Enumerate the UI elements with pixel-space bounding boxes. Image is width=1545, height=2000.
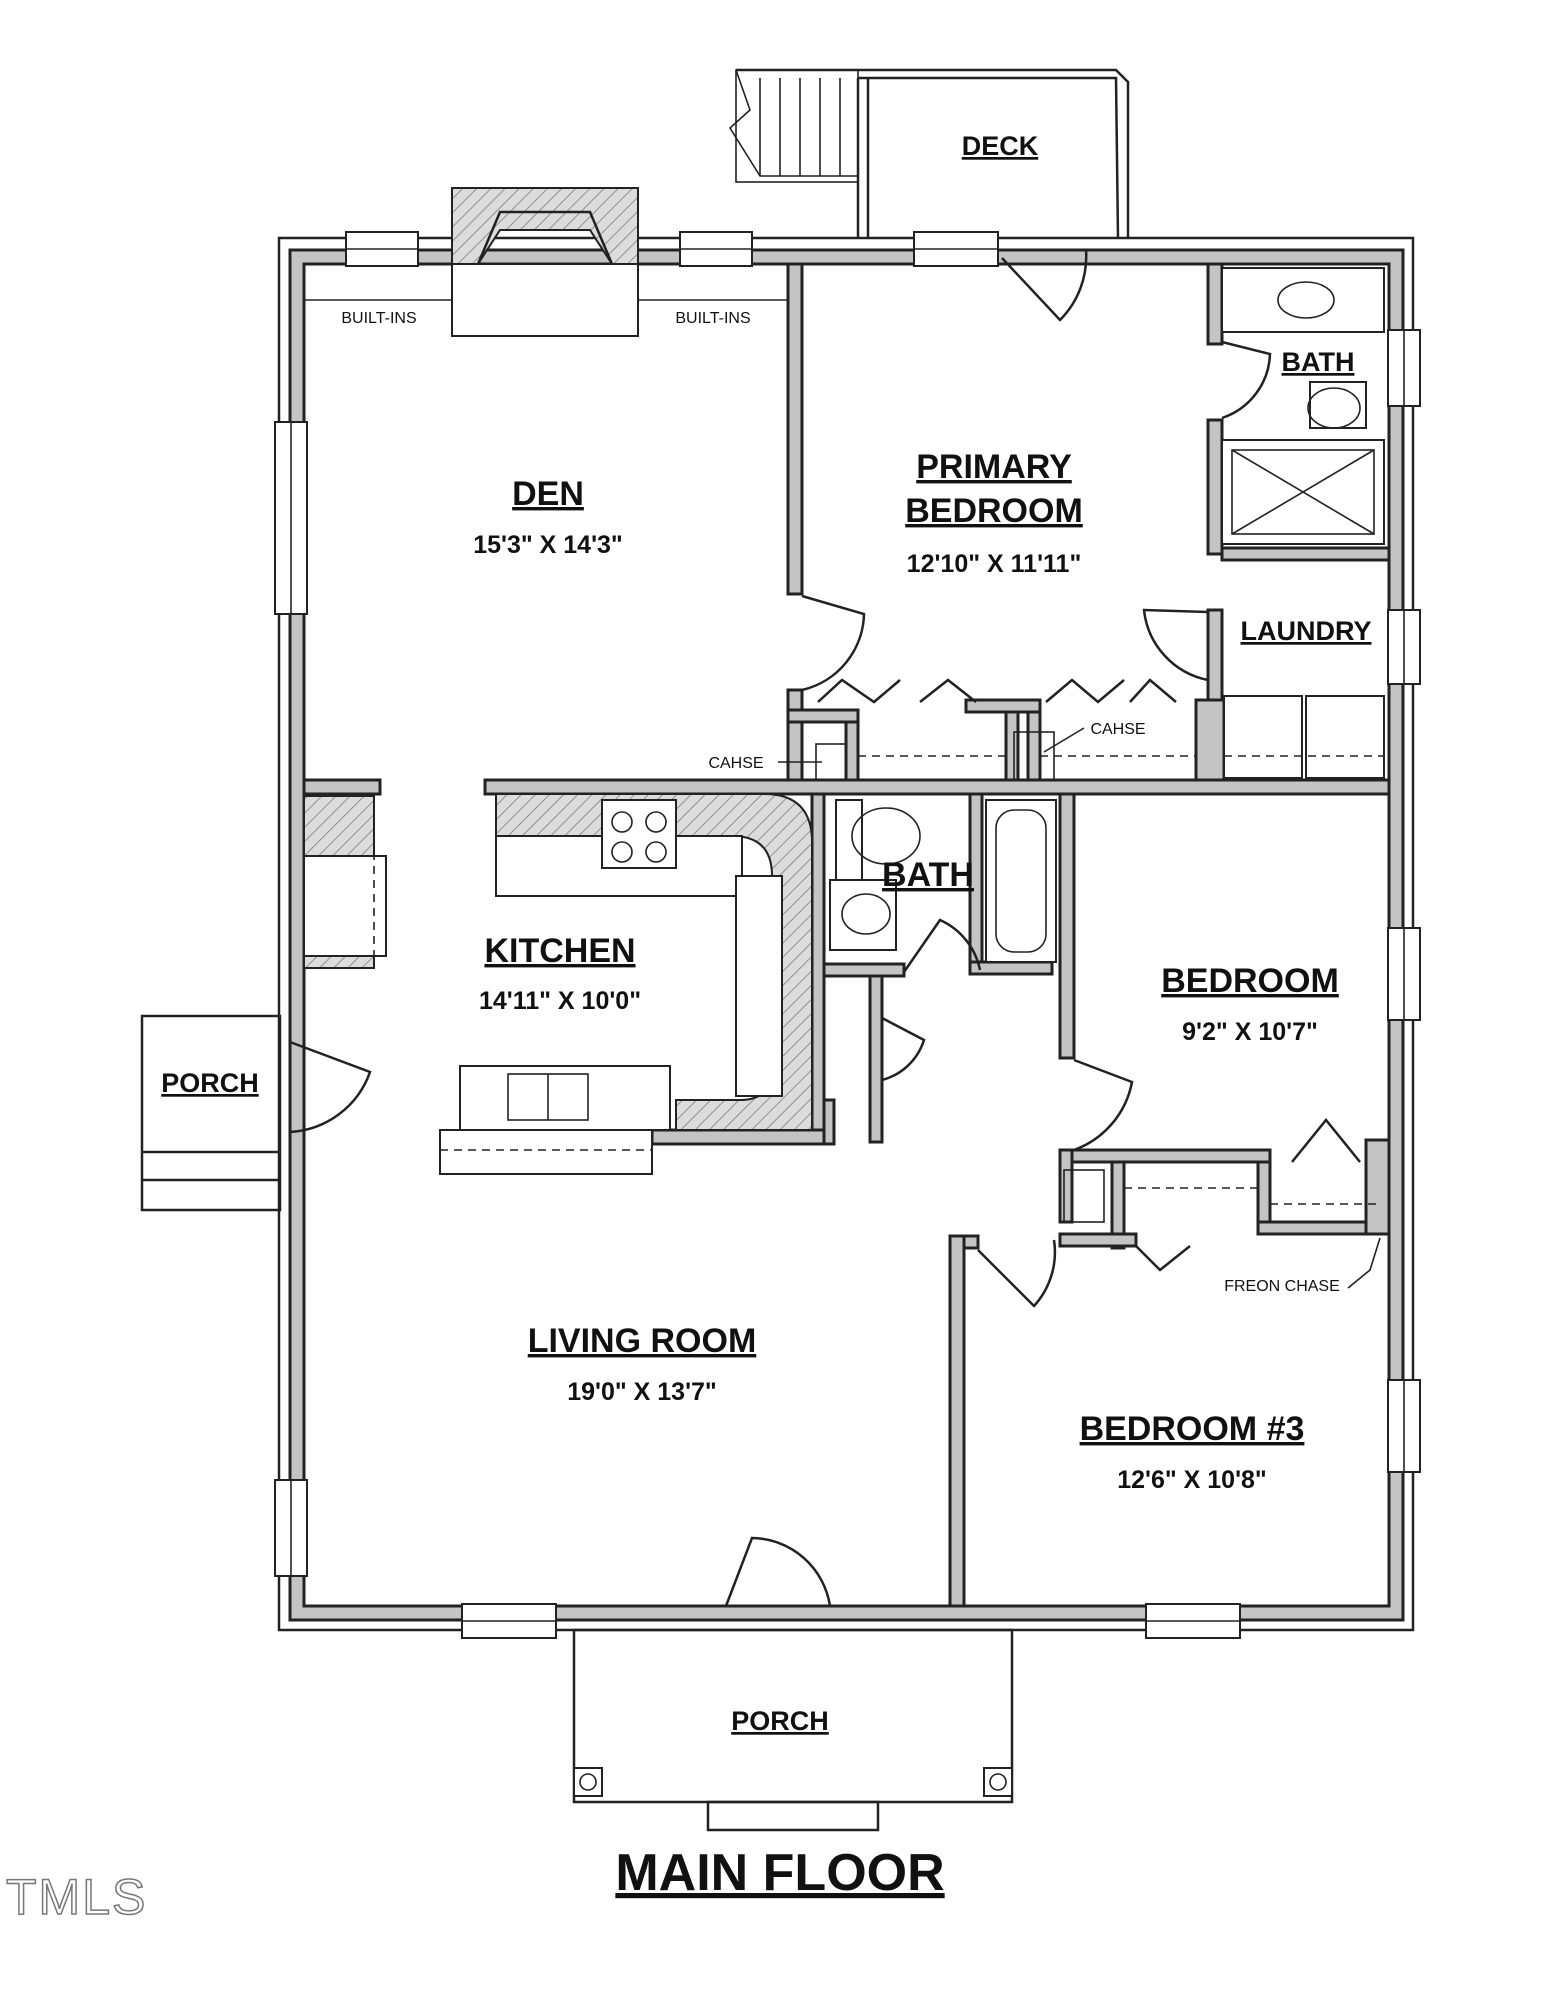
kitchen-name: KITCHEN [484,932,635,970]
windows [274,231,1421,1639]
primary-bedroom-name-1: PRIMARY [916,448,1072,486]
bedroom3-name: BEDROOM #3 [1080,1410,1305,1448]
primary-bedroom-dims: 12'10" X 11'11" [907,550,1082,578]
front-porch [572,1628,1014,1832]
chase-right-label: CAHSE [1090,721,1145,738]
freon-chase-label: FREON CHASE [1224,1278,1340,1295]
primary-bath-fixtures [1221,267,1385,545]
doors [289,249,1361,1607]
fireplace [451,187,639,337]
hall-bath-fixtures [829,799,1057,963]
den-name: DEN [512,475,584,513]
side-porch [140,1014,282,1212]
side-porch-label: PORCH [161,1068,259,1098]
deck [736,68,1130,239]
den-dims: 15'3" X 14'3" [473,531,623,559]
primary-bedroom-name-2: BEDROOM [905,492,1083,530]
laundry-appliances [1223,695,1385,779]
kitchen-dims: 14'11" X 10'0" [479,987,641,1015]
closet-rods [858,755,1380,1223]
bedroom-dims: 9'2" X 10'7" [1182,1018,1318,1046]
primary-bath-name: BATH [1282,347,1355,377]
deck-label: DECK [962,131,1039,161]
deck-stairs [728,69,859,183]
chase-left-label: CAHSE [708,755,763,772]
hall-bath-name: BATH [882,856,974,894]
watermark: TMLS [6,1869,147,1925]
front-porch-label: PORCH [731,1706,829,1736]
bedroom-name: BEDROOM [1161,962,1339,1000]
built-ins-right-label: BUILT-INS [675,310,750,327]
bedroom3-dims: 12'6" X 10'8" [1117,1466,1267,1494]
laundry-name: LAUNDRY [1241,616,1372,646]
living-room-dims: 19'0" X 13'7" [567,1378,717,1406]
stove [601,799,677,869]
kitchen-counters [303,793,813,1175]
walls [288,248,1405,1622]
living-room-name: LIVING ROOM [528,1322,757,1360]
built-ins-left-label: BUILT-INS [341,310,416,327]
chases [778,727,1381,1289]
floor-title: MAIN FLOOR [615,1844,944,1902]
